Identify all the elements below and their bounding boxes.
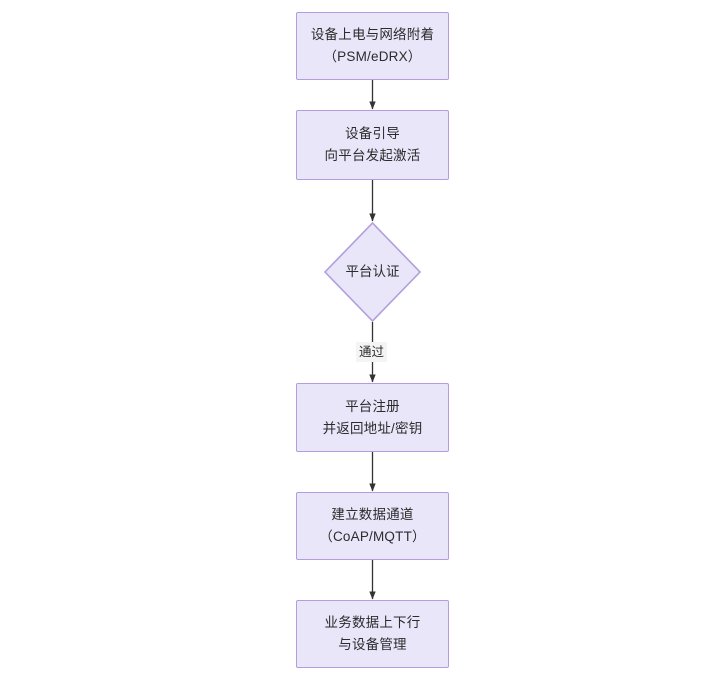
node-platform-auth-decision[interactable]: 平台认证 bbox=[324, 222, 421, 322]
node-label: 平台注册 并返回地址/密钥 bbox=[322, 398, 423, 436]
node-label: 建立数据通道 （CoAP/MQTT） bbox=[319, 507, 426, 544]
edge-label-pass: 通过 bbox=[356, 342, 388, 362]
node-business-data-and-device-mgmt[interactable]: 业务数据上下行 与设备管理 bbox=[296, 600, 449, 668]
node-label: 平台认证 bbox=[345, 264, 400, 279]
node-establish-data-channel[interactable]: 建立数据通道 （CoAP/MQTT） bbox=[296, 492, 449, 560]
node-device-power-on[interactable]: 设备上电与网络附着 （PSM/eDRX） bbox=[296, 12, 449, 80]
node-platform-register[interactable]: 平台注册 并返回地址/密钥 bbox=[296, 383, 449, 452]
node-label: 设备上电与网络附着 （PSM/eDRX） bbox=[310, 27, 435, 64]
node-label: 设备引导 向平台发起激活 bbox=[324, 126, 421, 163]
node-label: 业务数据上下行 与设备管理 bbox=[324, 615, 421, 652]
node-device-bootstrap[interactable]: 设备引导 向平台发起激活 bbox=[296, 110, 449, 180]
diamond-shape bbox=[324, 222, 421, 322]
